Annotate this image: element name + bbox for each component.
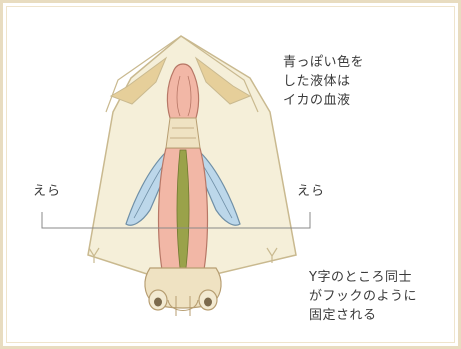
organ-upper: [167, 64, 198, 124]
gill-label-left: えら: [33, 180, 61, 199]
blood-note: 青っぽい色を した液体は イカの血液: [283, 53, 364, 110]
organ-central-strip: [177, 150, 189, 268]
gill-label-right: えら: [297, 180, 325, 199]
eye-left-pupil: [154, 298, 162, 307]
eye-right-pupil: [204, 298, 212, 307]
organ-neck: [166, 118, 200, 148]
hook-note: Y字のところ同士 がフックのように 固定される: [309, 268, 417, 325]
